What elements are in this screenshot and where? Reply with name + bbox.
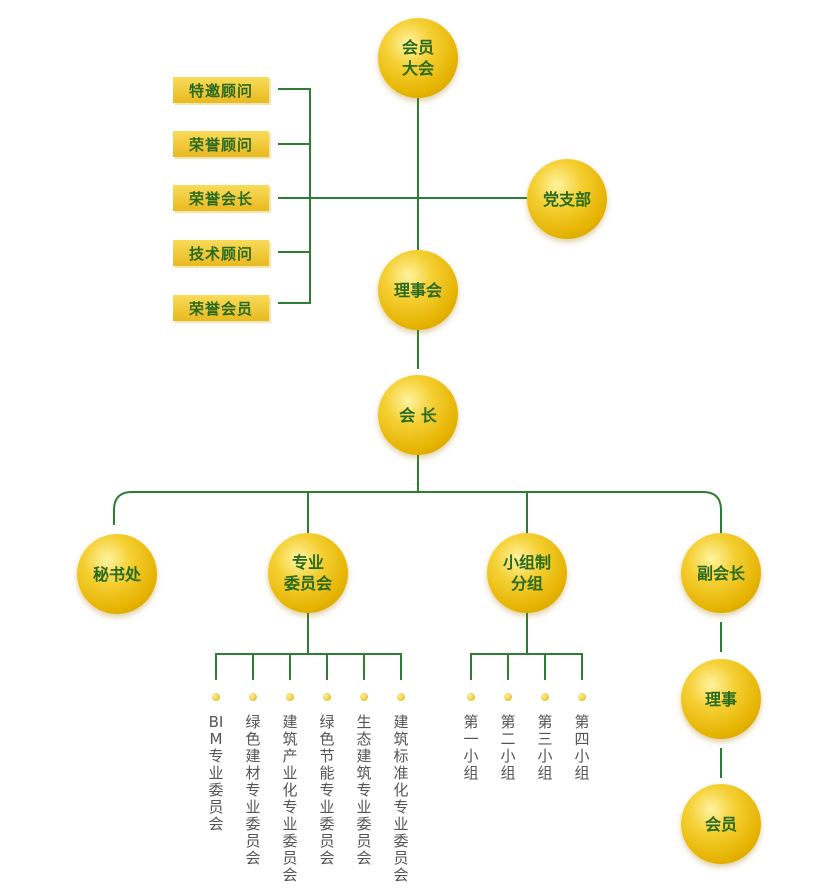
- connector-line: [215, 653, 402, 680]
- committee-dot: [397, 693, 405, 701]
- node-council: 理事会: [378, 250, 458, 330]
- node-label-line: 大会: [401, 59, 434, 78]
- node-party-branch: 党支部: [527, 159, 607, 239]
- committee-dot: [360, 693, 368, 701]
- advisor-honorary-consultant: 荣誉顾问: [173, 131, 269, 157]
- node-label: 党支部: [542, 189, 591, 209]
- node-vice-president: 副会长: [681, 533, 761, 613]
- node-professional-committees: 专业 委员会: [268, 533, 348, 613]
- node-director: 理事: [681, 659, 761, 739]
- node-member: 会员: [681, 784, 761, 864]
- committee-item-industrialization: 建筑产业化专业委员会: [282, 713, 298, 884]
- advisor-special-consultant: 特邀顾问: [173, 77, 269, 103]
- connector-line: [470, 653, 583, 680]
- advisor-honorary-president: 荣誉会长: [173, 185, 269, 211]
- group-dot: [541, 693, 549, 701]
- connector-line: [113, 491, 722, 533]
- node-label-line: 小组制: [502, 553, 551, 572]
- node-label-line: 分组: [510, 574, 543, 593]
- committee-dot: [249, 693, 257, 701]
- node-general-assembly: 会员 大会: [378, 18, 458, 98]
- group-item-1: 第一小组: [463, 713, 479, 782]
- connector-line: [278, 88, 311, 304]
- advisor-technical-consultant: 技术顾问: [173, 240, 269, 266]
- group-dot: [578, 693, 586, 701]
- advisor-honorary-member: 荣誉会员: [173, 295, 269, 321]
- group-item-4: 第四小组: [574, 713, 590, 782]
- node-label-line: 委员会: [283, 574, 332, 593]
- committee-dot: [323, 693, 331, 701]
- node-label-line: 会员: [401, 38, 434, 57]
- committee-dot: [212, 693, 220, 701]
- node-label: 会员: [704, 814, 737, 834]
- node-secretariat: 秘书处: [77, 534, 157, 614]
- committee-dot: [286, 693, 294, 701]
- node-label: 副会长: [696, 563, 745, 583]
- node-group-system: 小组制 分组: [487, 533, 567, 613]
- group-dot: [467, 693, 475, 701]
- node-label: 会 长: [399, 405, 437, 425]
- node-president: 会 长: [378, 375, 458, 455]
- committee-item-green-materials: 绿色建材专业委员会: [245, 713, 261, 867]
- committee-item-bim: BIM专业委员会: [208, 713, 224, 833]
- committee-item-standardization: 建筑标准化专业委员会: [393, 713, 409, 884]
- group-dot: [504, 693, 512, 701]
- committee-item-eco-building: 生态建筑专业委员会: [356, 713, 372, 867]
- group-item-3: 第三小组: [537, 713, 553, 782]
- node-label: 理事: [704, 689, 737, 709]
- node-label-line: 专业: [291, 553, 324, 572]
- group-item-2: 第二小组: [500, 713, 516, 782]
- node-label: 秘书处: [92, 564, 141, 584]
- node-label: 理事会: [393, 280, 442, 300]
- committee-item-green-energy: 绿色节能专业委员会: [319, 713, 335, 867]
